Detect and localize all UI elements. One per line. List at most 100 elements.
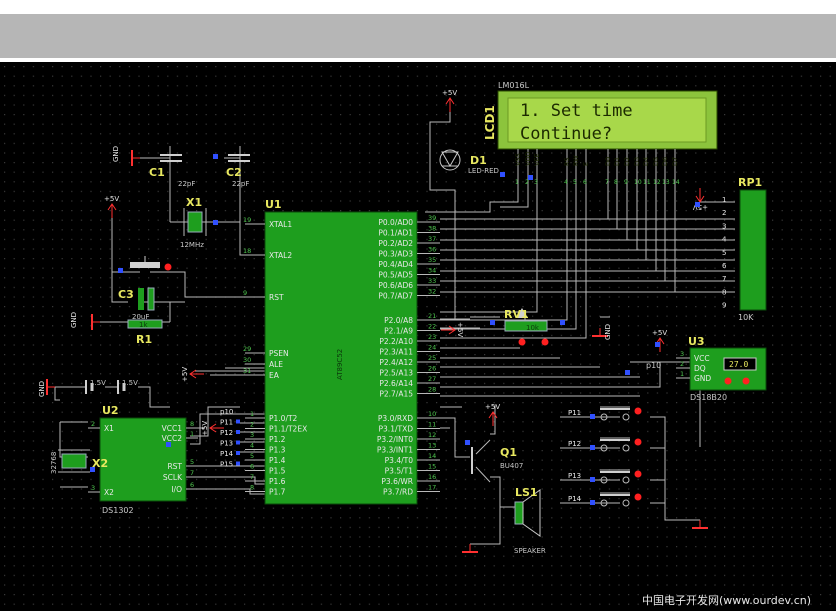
battery-2-label: 1.5V: [122, 379, 138, 387]
net-label: P13: [220, 440, 233, 448]
u1-pin-number: 39: [428, 214, 436, 222]
u1-pin-name: P2.2/A10: [379, 337, 413, 346]
probe-square: [236, 461, 240, 466]
u1-pin-number: 4: [250, 442, 254, 450]
u1-pin-number: 15: [428, 463, 436, 471]
lcd-pin-number: 3: [534, 179, 538, 186]
d1-ref-label: D1: [470, 154, 487, 167]
u2-pin-name: I/O: [171, 485, 182, 494]
probe-square: [236, 419, 240, 424]
u1-pin-number: 9: [243, 289, 247, 297]
ground-symbol: [46, 379, 55, 395]
lcd-pin-name: RW: [572, 155, 580, 166]
lcd-pin-name: D1: [613, 157, 621, 166]
lcd-pin-name: E: [582, 162, 590, 166]
u1-pin-name: P1.2: [269, 435, 286, 444]
u1-pin-name: P3.3/INT1: [377, 446, 413, 455]
u1-pin-name: P0.1/AD1: [378, 229, 413, 238]
probe-dot: [164, 263, 172, 271]
net-label: P11: [220, 419, 233, 427]
probe-square: [236, 451, 240, 455]
rp1-pin-number: 7: [722, 275, 726, 283]
u1-pin-number: 12: [428, 431, 436, 439]
d1-part-label: LED-RED: [468, 167, 499, 175]
u1-part-label: AT89C52: [336, 349, 344, 380]
u1-pin-number: 3: [250, 431, 254, 439]
u1-pin-name: P1.5: [269, 467, 286, 476]
lcd-pin-number: 4: [564, 179, 568, 186]
u1-pin-name: RST: [269, 293, 284, 302]
u1-pin-name: P3.5/T1: [385, 467, 414, 476]
lcd-display: 1. Set time Continue? LM016L LCD1 VSS1VD…: [483, 81, 718, 186]
lcd-pin-name: VDD: [524, 152, 532, 166]
led-d1: D1 LED-RED: [439, 149, 499, 175]
u1-pin-number: 34: [428, 267, 436, 275]
probe-dot: [724, 377, 732, 385]
gnd-label: GND: [70, 312, 78, 328]
schematic-canvas[interactable]: 1. Set time Continue? LM016L LCD1 VSS1VD…: [0, 62, 836, 611]
ground-symbol: [131, 150, 140, 166]
u2-pin-number: 3: [91, 484, 95, 492]
u1-pin-number: 21: [428, 312, 436, 320]
u1-pin-name: XTAL1: [269, 220, 292, 229]
u1-pin-number: 31: [243, 367, 251, 375]
lcd-part-label: LM016L: [498, 81, 530, 90]
x1-ref-label: X1: [186, 196, 202, 209]
u1-pin-name: P2.3/A11: [379, 348, 413, 357]
switch-terminal: [600, 444, 608, 452]
u1-pin-number: 26: [428, 365, 436, 373]
u2-pin-name: X1: [104, 424, 114, 433]
reset-button[interactable]: [118, 256, 172, 273]
u1-pin-name: P0.0/AD0: [378, 218, 413, 227]
u1-pin-number: 23: [428, 333, 436, 341]
rv1-value-label: 10k: [526, 324, 540, 332]
u1-pin-number: 8: [250, 484, 254, 492]
u2-pin-number: 1: [190, 430, 194, 438]
c3-ref-label: C3: [118, 288, 134, 301]
x2-ref-label: X2: [92, 457, 108, 470]
probe-dot: [518, 338, 526, 346]
vcc-symbol: +5V: [181, 367, 204, 382]
u1-pin-number: 33: [428, 277, 436, 285]
lcd-pin-name: D2: [623, 157, 631, 166]
lcd-pin-name: D3: [633, 157, 641, 166]
lcd-ref-label: LCD1: [483, 105, 497, 140]
u1-pin-number: 2: [250, 421, 254, 429]
ls1-part-label: SPEAKER: [514, 547, 546, 555]
u1-pin-name: P3.4/T0: [385, 456, 414, 465]
u1-pin-name: P2.1/A9: [384, 327, 413, 336]
ground-symbol: [462, 544, 478, 553]
u1-pin-name: P2.5/A13: [379, 369, 413, 378]
u3-pin-name: GND: [694, 374, 711, 383]
u1-pin-number: 19: [243, 216, 251, 224]
c1-value-label: 22pF: [178, 180, 195, 188]
switch-terminal: [622, 413, 630, 421]
lcd-pin-number: 13: [662, 179, 670, 186]
switch-net-label: P11: [568, 409, 581, 417]
lcd-pin-name: D5: [652, 157, 660, 166]
u1-pin-name: P1.0/T2: [269, 414, 298, 423]
lcd-pin-number: 12: [653, 179, 661, 186]
u3-pin-number: 3: [680, 350, 684, 358]
u1-pin-name: ALE: [269, 360, 283, 369]
probe-square: [118, 268, 123, 273]
u2-ref-label: U2: [102, 404, 119, 417]
u2-pin-name: SCLK: [163, 473, 183, 482]
u1-pin-number: 16: [428, 473, 436, 481]
u3-pin-name: VCC: [694, 354, 710, 363]
u1-pin-number: 38: [428, 225, 436, 233]
u1-pin-name: P0.6/AD6: [378, 281, 413, 290]
rp1-pin-number: 6: [722, 262, 727, 270]
u3-net-label: p10: [646, 361, 661, 370]
probe-square: [590, 445, 595, 450]
u3-pin-number: 2: [680, 360, 684, 368]
top-strip: [0, 0, 836, 14]
vcc-label: +5V: [485, 403, 500, 411]
lcd-pin-number: 2: [525, 179, 529, 186]
u1-pin-name: EA: [269, 371, 280, 380]
